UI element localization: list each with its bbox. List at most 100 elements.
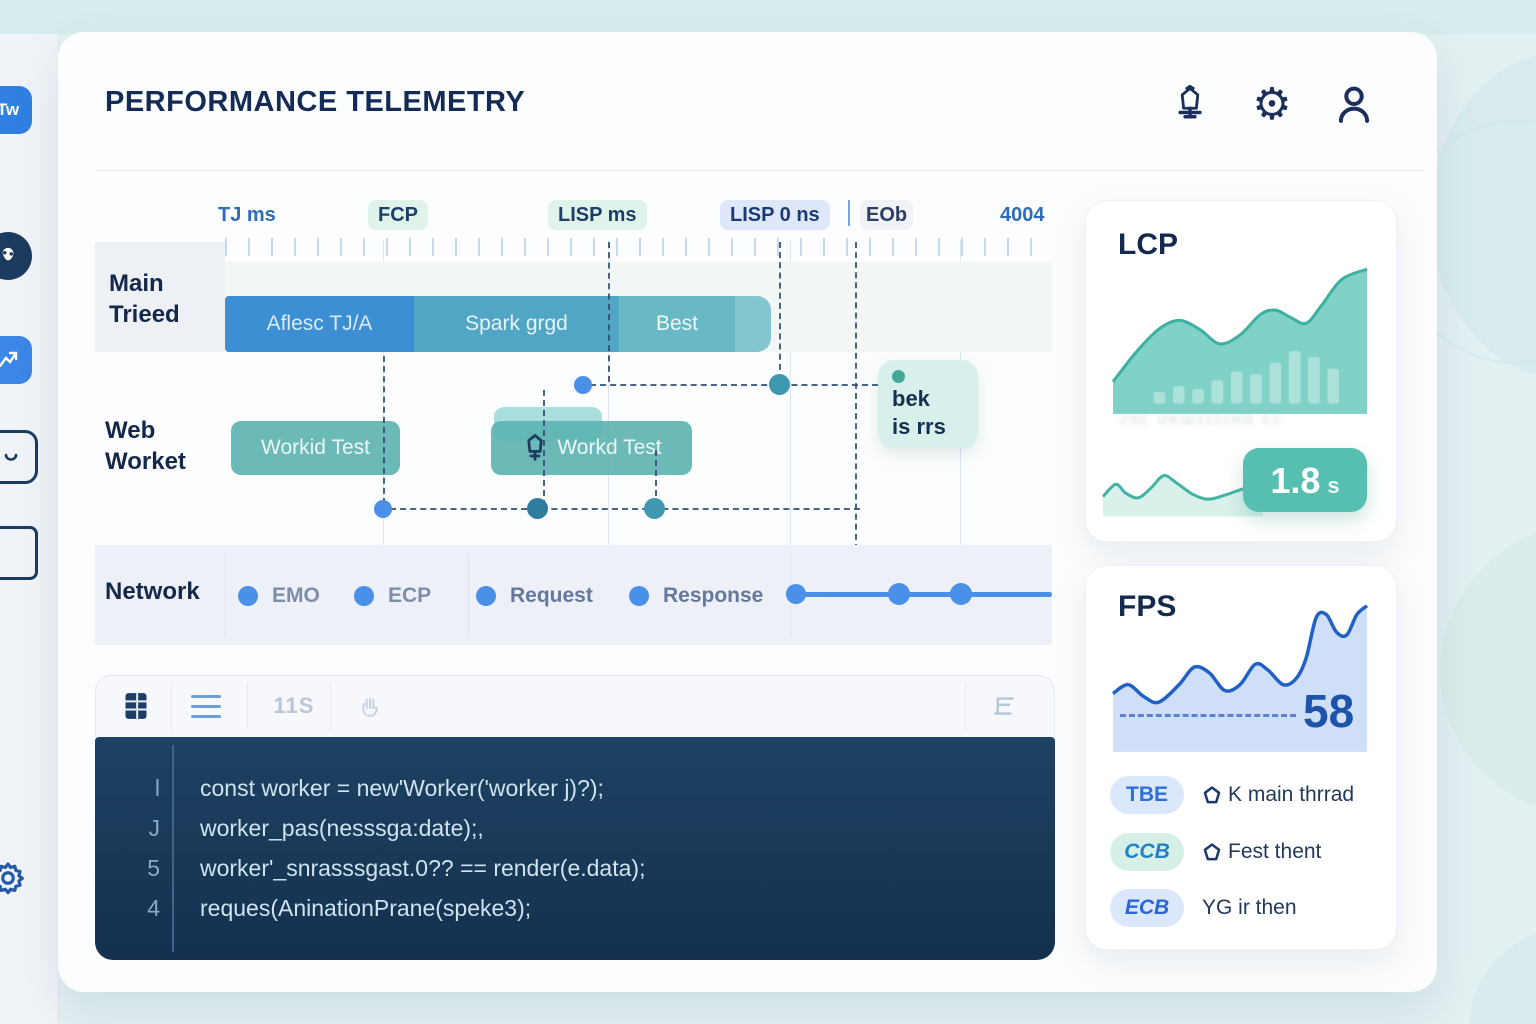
fps-value: 58 — [1303, 685, 1355, 737]
network-event[interactable]: Request — [476, 584, 593, 608]
code-line: 4 reques(AninationPrane(speke3); — [95, 888, 1045, 928]
network-event[interactable]: Response — [629, 584, 763, 608]
connector-dashed — [779, 242, 781, 380]
align-button[interactable] — [986, 688, 1022, 724]
event-dot[interactable] — [574, 376, 592, 394]
list-icon — [191, 694, 221, 718]
connector-dashed — [655, 450, 657, 506]
hand-tool-button[interactable] — [352, 688, 388, 724]
sidebar-chart-icon[interactable] — [0, 336, 32, 384]
toolbar-divider — [965, 682, 966, 730]
sidebar-app-icon[interactable]: Tw — [0, 86, 32, 134]
fps-threshold-line — [1120, 714, 1296, 717]
network-dot[interactable] — [888, 583, 910, 605]
row-label-line: Main — [109, 270, 164, 297]
code-text: worker'_snrasssgast.0?? == render(e.data… — [200, 854, 646, 881]
app-logo-glyph: Tw — [0, 100, 20, 119]
badge-ccb[interactable]: CCB — [1110, 833, 1184, 871]
marker-separator — [848, 200, 850, 226]
fps-card — [1085, 565, 1397, 950]
code-line: 5 worker'_snrasssgast.0?? == render(e.da… — [95, 848, 1045, 888]
lcp-area-chart — [1113, 262, 1367, 414]
settings-button[interactable]: ⚙ — [1250, 80, 1294, 129]
event-dot[interactable] — [374, 500, 392, 518]
network-dot — [476, 586, 496, 606]
task-bar[interactable] — [735, 296, 771, 352]
code-line: l const worker = new'Worker('worker j)?)… — [95, 768, 1045, 808]
badge-ecb[interactable]: ECB — [1110, 889, 1184, 927]
sidebar: Tw — [0, 34, 59, 1024]
lcp-unit: s — [1327, 473, 1340, 498]
lcp-mini-chart — [1103, 452, 1263, 517]
size-indicator: 11S — [273, 693, 315, 718]
marker-lisp-ms[interactable]: LISP ms — [548, 200, 647, 230]
table-view-button[interactable] — [118, 688, 154, 724]
network-event[interactable]: EMO — [238, 584, 320, 608]
event-dot[interactable] — [644, 498, 665, 519]
task-bar[interactable]: Best — [619, 296, 735, 352]
gear-icon: ⚙ — [1252, 79, 1292, 129]
row-label-line: Trieed — [109, 301, 180, 329]
legend-text: Fest thent — [1228, 840, 1322, 863]
gear-glyph-icon — [0, 862, 24, 895]
pentagon-icon — [1203, 843, 1221, 861]
code-editor[interactable] — [95, 737, 1055, 960]
marker-start: TJ ms — [218, 203, 276, 226]
lcp-value: 1.8 — [1270, 460, 1321, 501]
list-view-button[interactable] — [188, 688, 224, 724]
line-number: l — [154, 774, 160, 801]
network-dot[interactable] — [950, 583, 972, 605]
network-event-label: ECP — [388, 584, 432, 607]
worker-task-label: Workid Test — [261, 436, 370, 459]
legend-text: YG ir then — [1202, 896, 1297, 919]
editor-toolbar — [95, 675, 1055, 737]
network-divider — [225, 553, 226, 637]
time-ruler — [225, 238, 1052, 256]
legend-row: CCB Fest thent — [1110, 832, 1378, 872]
table-icon — [125, 693, 147, 719]
task-bar[interactable]: Spark grgd — [414, 296, 619, 352]
align-icon — [994, 697, 1014, 715]
sidebar-chat-icon[interactable] — [0, 430, 38, 484]
event-dot[interactable] — [527, 498, 548, 519]
gutter-divider — [172, 745, 174, 952]
user-icon — [1338, 86, 1370, 123]
line-number: 4 — [147, 894, 160, 921]
legend-label: K main thrrad — [1202, 783, 1354, 807]
connector-dashed — [543, 390, 545, 506]
connector-dashed — [608, 242, 610, 382]
tooltip-text: bek is rrs — [892, 385, 978, 440]
tooltip-line: bek — [892, 386, 930, 411]
worker-task-bar[interactable]: Workd Test — [491, 421, 692, 475]
profile-button[interactable] — [1332, 82, 1376, 126]
hand-icon — [362, 697, 378, 717]
legend-row: ECB YG ir then — [1110, 888, 1378, 928]
event-dot[interactable] — [769, 374, 790, 395]
legend-label: YG ir then — [1202, 896, 1297, 920]
row-label-line: Worket — [105, 448, 186, 476]
header-divider — [95, 170, 1425, 171]
tooltip-dot — [892, 370, 905, 383]
fps-title: FPS — [1118, 590, 1177, 623]
network-dot — [238, 586, 258, 606]
code-text: const worker = new'Worker('worker j)?); — [200, 774, 604, 801]
marker-fcp[interactable]: FCP — [368, 200, 428, 230]
worker-task-bar[interactable]: Workid Test — [231, 421, 400, 475]
notification-button[interactable] — [1168, 82, 1212, 126]
tooltip-line: is rrs — [892, 413, 946, 439]
marker-lisp-0ns[interactable]: LISP 0 ns — [720, 200, 830, 230]
task-bar[interactable]: Aflesc TJ/A — [225, 296, 414, 352]
worker-task-label: Workd Test — [557, 436, 662, 459]
decor-blob — [1440, 520, 1536, 820]
network-event[interactable]: ECP — [354, 584, 431, 608]
sidebar-avatar-icon[interactable] — [0, 232, 32, 280]
sidebar-gear-icon[interactable] — [0, 854, 32, 902]
legend-text: K main thrrad — [1228, 783, 1355, 806]
top-accent-band — [0, 0, 1536, 34]
bell-icon — [1178, 84, 1202, 119]
connector-dashed — [855, 242, 857, 560]
sidebar-frame-icon[interactable] — [0, 526, 38, 580]
network-dot[interactable] — [786, 584, 806, 604]
badge-tbe[interactable]: TBE — [1110, 776, 1184, 814]
